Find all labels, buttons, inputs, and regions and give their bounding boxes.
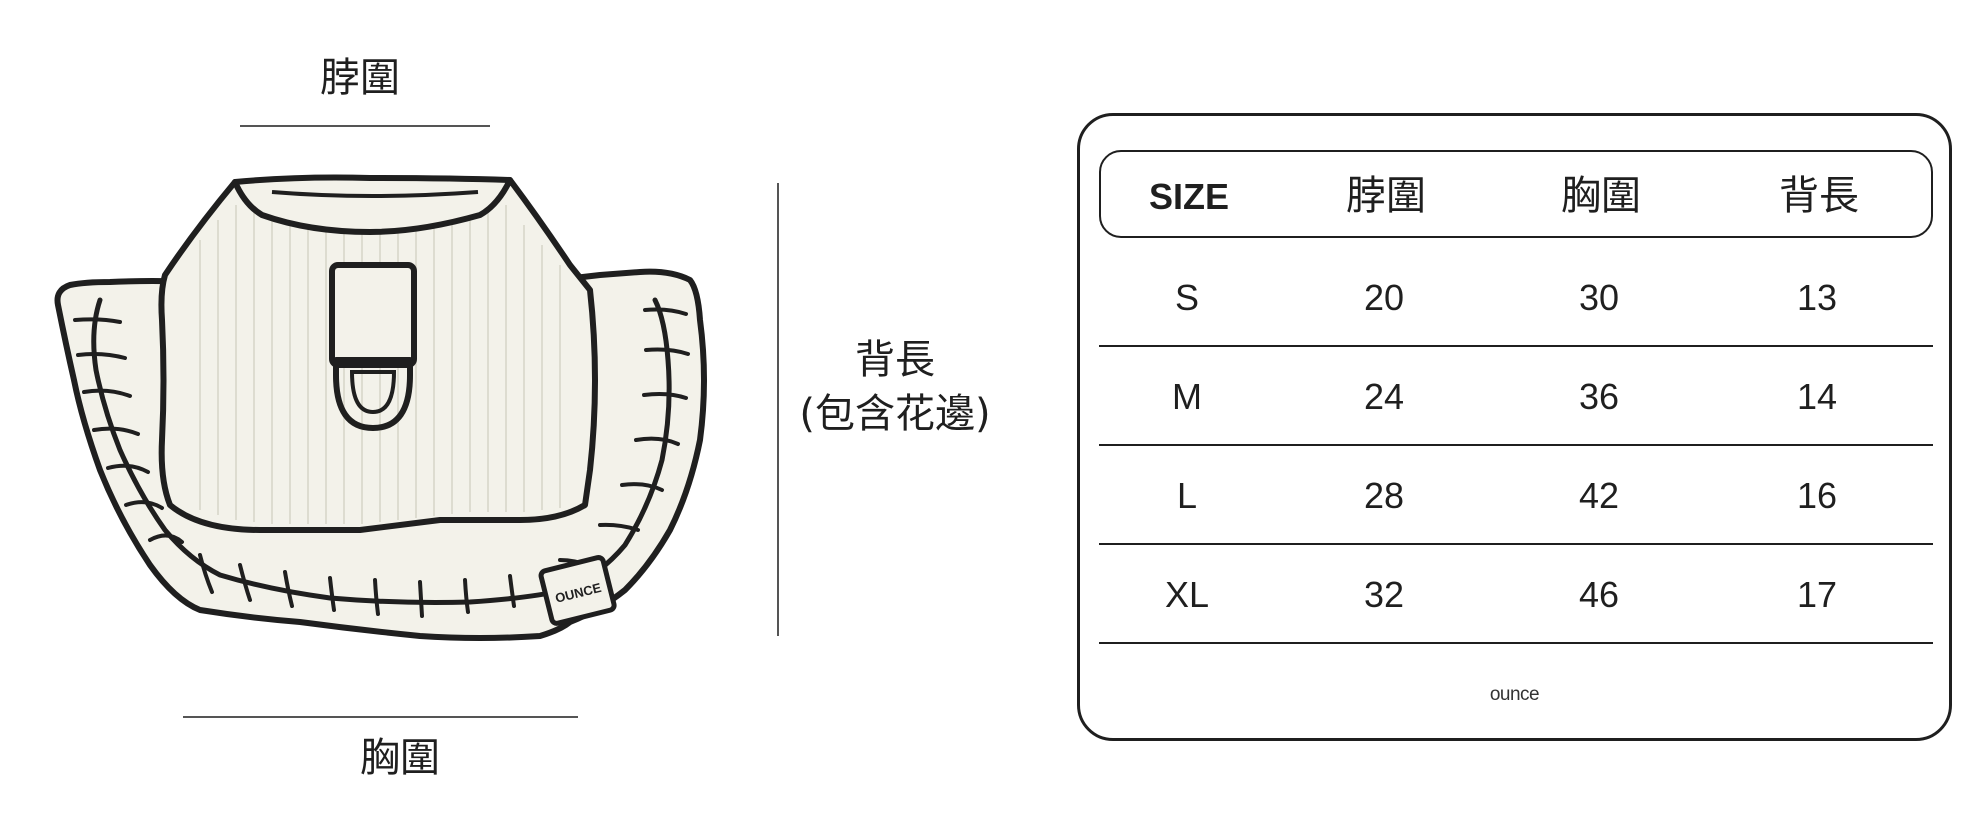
cell-neck: 32 [1363, 574, 1405, 615]
cell-size: S [1174, 277, 1199, 318]
cell-size: XL [1164, 574, 1210, 615]
brand-tag: OUNCE [538, 555, 617, 626]
inner-ruffle [91, 297, 672, 605]
cell-chest: 42 [1578, 475, 1620, 516]
neck-label: 脖圍 [320, 55, 400, 101]
cell-neck: 24 [1363, 376, 1405, 417]
brand-name: ounce [1489, 684, 1540, 705]
leash-strap [329, 262, 417, 368]
cell-chest: 46 [1578, 574, 1620, 615]
chest-label: 胸圍 [360, 735, 440, 781]
cell-neck: 20 [1363, 277, 1405, 318]
size-table: SIZE 脖圍 胸圍 背長 S 20 30 13 M 24 36 14 L 28… [1077, 113, 1952, 741]
header-back: 背長 [1779, 173, 1859, 219]
ruffle-folds [73, 307, 690, 618]
header-chest: 胸圍 [1561, 173, 1641, 219]
garment-diagram: OUNCE 脖圍 胸圍 背長 (包含花邊) [54, 55, 991, 781]
cell-back: 14 [1796, 376, 1838, 417]
header-size: SIZE [1148, 176, 1229, 217]
back-length-label: 背長 [855, 337, 935, 383]
table-row: M 24 36 14 [1099, 347, 1933, 446]
table-row: S 20 30 13 [1099, 248, 1933, 347]
cell-back: 17 [1796, 574, 1838, 615]
cell-chest: 36 [1578, 376, 1620, 417]
cell-back: 13 [1796, 277, 1838, 318]
table-row: L 28 42 16 [1099, 446, 1933, 545]
harness-dress-illustration: OUNCE [54, 125, 779, 718]
cell-chest: 30 [1578, 277, 1620, 318]
cell-size: L [1176, 475, 1198, 516]
cell-back: 16 [1796, 475, 1838, 516]
cell-neck: 28 [1363, 475, 1405, 516]
back-length-note: (包含花邊) [799, 391, 991, 437]
collar [232, 174, 513, 235]
d-ring-icon [333, 357, 413, 431]
cell-size: M [1172, 376, 1202, 417]
table-header: SIZE 脖圍 胸圍 背長 [1099, 150, 1933, 238]
header-neck: 脖圍 [1346, 173, 1426, 219]
table-row: XL 32 46 17 [1099, 545, 1933, 644]
